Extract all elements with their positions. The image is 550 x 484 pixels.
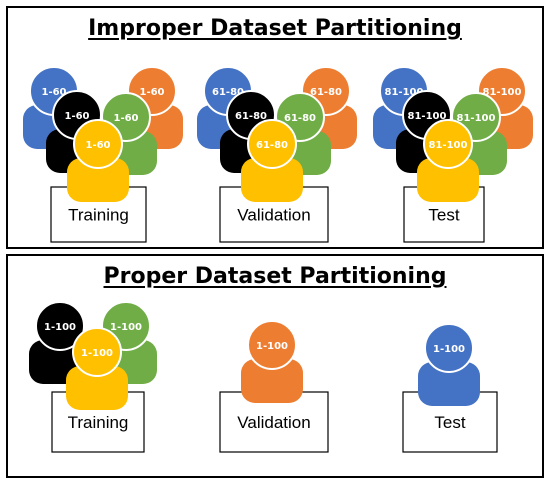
improper-training-person-orange-id-label: 1-60: [139, 87, 164, 98]
proper-validation-set-label: Validation: [237, 413, 310, 432]
proper-panel-title: Proper Dataset Partitioning: [103, 264, 447, 289]
improper-training-set-label: Training: [68, 206, 129, 225]
improper-training-person-blue-id-label: 1-60: [41, 87, 66, 98]
proper-training-person-yellow-id-label: 1-100: [81, 348, 113, 359]
proper-training-person-black-id-label: 1-100: [44, 322, 76, 333]
improper-validation-person-green-id-label: 61-80: [284, 113, 316, 124]
proper-test-person-blue-body: [418, 362, 480, 406]
improper-validation-person-blue-id-label: 61-80: [212, 87, 244, 98]
improper-training-person-yellow: 1-60: [67, 119, 129, 202]
proper-training-person-green-id-label: 1-100: [110, 322, 142, 333]
improper-panel-title: Improper Dataset Partitioning: [88, 16, 462, 41]
proper-training-person-yellow-body: [66, 366, 128, 410]
improper-training-person-yellow-body: [67, 158, 129, 202]
improper-validation-person-yellow: 61-80: [241, 119, 303, 202]
improper-test-person-black-id-label: 81-100: [408, 111, 447, 122]
proper-training-person-yellow-head: [72, 327, 122, 377]
proper-validation-person-orange-body: [241, 359, 303, 403]
improper-training-person-green-id-label: 1-60: [113, 113, 138, 124]
improper-test-person-yellow-body: [417, 158, 479, 202]
improper-test-person-orange-id-label: 81-100: [483, 87, 522, 98]
improper-validation-set-label: Validation: [237, 206, 310, 225]
improper-validation-person-yellow-body: [241, 158, 303, 202]
proper-test-person-blue-id-label: 1-100: [433, 344, 465, 355]
improper-test-person-yellow-head: [423, 119, 473, 169]
improper-training-person-yellow-head: [73, 119, 123, 169]
proper-test-set-label: Test: [434, 413, 465, 432]
improper-training-person-black-id-label: 1-60: [64, 111, 89, 122]
improper-test-person-blue-id-label: 81-100: [385, 87, 424, 98]
proper-training-set-label: Training: [68, 413, 129, 432]
improper-test-person-yellow-id-label: 81-100: [429, 140, 468, 151]
proper-test-person-blue: 1-100: [418, 323, 480, 406]
improper-validation-person-yellow-id-label: 61-80: [256, 140, 288, 151]
proper-training-person-yellow: 1-100: [66, 327, 128, 410]
improper-training-person-yellow-id-label: 1-60: [85, 140, 110, 151]
proper-test-person-blue-head: [424, 323, 474, 373]
proper-validation-person-orange: 1-100: [241, 320, 303, 403]
improper-test-person-yellow: 81-100: [417, 119, 479, 202]
proper-validation-person-orange-id-label: 1-100: [256, 341, 288, 352]
improper-validation-person-orange-id-label: 61-80: [310, 87, 342, 98]
improper-training-set-box: [50, 186, 147, 243]
improper-validation-person-black-id-label: 61-80: [235, 111, 267, 122]
improper-validation-person-yellow-head: [247, 119, 297, 169]
improper-test-set-label: Test: [428, 206, 459, 225]
proper-validation-person-orange-head: [247, 320, 297, 370]
improper-test-person-green-id-label: 81-100: [457, 113, 496, 124]
proper-training-person-black-head: [35, 301, 85, 351]
